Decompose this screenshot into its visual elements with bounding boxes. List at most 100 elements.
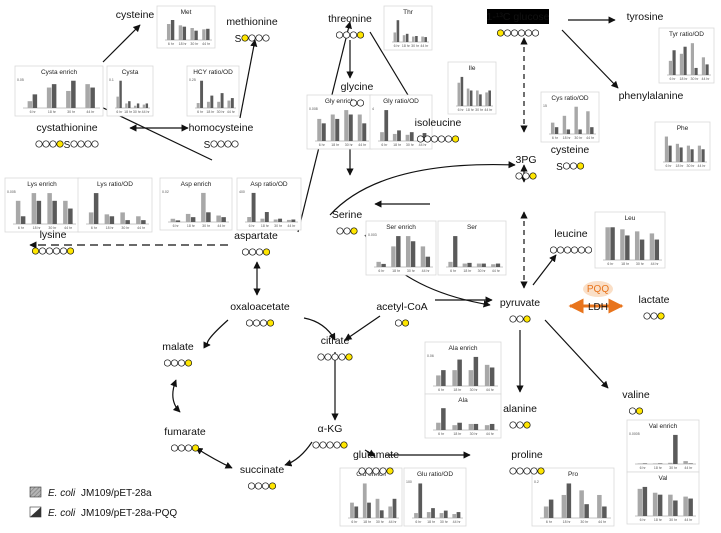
bar (473, 356, 479, 386)
unlabeled-carbon (247, 482, 256, 490)
metabolite-label: proline (511, 449, 543, 461)
inset-x-tick: 30 hr (691, 77, 700, 81)
inset-ytick: 4 (372, 107, 374, 111)
inset-x-tick: 18 hr (106, 226, 115, 230)
unlabeled-carbon (516, 315, 524, 323)
inset-ytick: 0.05 (17, 78, 24, 82)
bar (639, 239, 645, 260)
inset-title: Met (181, 9, 192, 16)
bar (566, 129, 571, 134)
inset-x-tick: 18 hr (563, 136, 572, 140)
bar (420, 246, 426, 267)
unlabeled-carbon (358, 467, 366, 475)
unlabeled-carbon (170, 444, 179, 452)
unlabeled-carbon (224, 140, 232, 148)
inset-x-tick: 18 hr (187, 224, 196, 228)
unlabeled-carbon (516, 421, 524, 429)
labeled-carbon (350, 227, 358, 235)
inset-x-tick: 18 hr (392, 269, 401, 273)
metabolite-aspartate: aspartate (234, 230, 278, 256)
bar (602, 506, 607, 518)
inset-x-tick: 18 hr (402, 44, 411, 48)
metabolite-akg: α-KG (312, 423, 348, 449)
inset-title: Gly ratio/OD (383, 98, 419, 105)
unlabeled-carbon (184, 444, 193, 452)
bar (586, 111, 590, 134)
inset-title: Cysta enrich (41, 69, 78, 76)
bar (31, 193, 37, 224)
metabolite-pyruvate: pyruvate (500, 297, 540, 323)
unlabeled-carbon (503, 29, 512, 37)
bar (468, 370, 474, 386)
bar (469, 90, 473, 106)
inset-x-tick: 18 hr (654, 466, 663, 470)
bar (664, 136, 668, 162)
bar (230, 98, 234, 108)
unlabeled-carbon (515, 172, 523, 180)
bar (247, 217, 252, 222)
metabolite-tyrosine: tyrosine (627, 11, 664, 23)
labeled-carbon (345, 353, 353, 361)
metabolite-label: 1-¹³C glucose (486, 11, 549, 23)
inset-ytick: 0.005 (7, 190, 16, 194)
unlabeled-carbon (252, 319, 261, 327)
unlabeled-carbon (59, 247, 68, 255)
metabolite-serine: Serine (332, 209, 362, 235)
metabolite-label: cystathionine (36, 122, 97, 134)
bar (273, 219, 278, 222)
metabolite-glycine: glycine (341, 81, 374, 107)
bar (220, 93, 224, 108)
unlabeled-carbon (343, 227, 351, 235)
bar (479, 94, 482, 106)
inset-title: Lys ratio/OD (97, 181, 133, 188)
labeled-carbon (266, 319, 275, 327)
inset-title: Tyr ratio/OD (669, 31, 704, 38)
inset-x-tick: 30 hr (687, 164, 696, 168)
inset-title: Ala (458, 397, 468, 404)
bar (317, 118, 322, 141)
unlabeled-carbon (49, 140, 57, 148)
bar (543, 506, 549, 518)
bar (66, 90, 71, 108)
bar (85, 84, 90, 108)
labeled-carbon (537, 467, 545, 475)
inset-title: HCY ratio/OD (193, 69, 233, 76)
metabolite-cysteine_top: cysteine (116, 9, 155, 21)
inset-x-tick: 44 hr (586, 136, 595, 140)
inset-x-tick: 18 hr (261, 224, 270, 228)
bar (424, 37, 427, 42)
inset-x-tick: 6 hr (173, 224, 180, 228)
bar (201, 192, 206, 222)
bar (321, 123, 326, 141)
inset-x-tick: 18 hr (466, 108, 475, 112)
metabolite-threonine: threonine (328, 13, 372, 39)
bar (657, 494, 663, 516)
bar (104, 214, 110, 224)
unlabeled-carbon (254, 482, 263, 490)
bar (668, 494, 673, 516)
bar (166, 24, 171, 40)
bar (701, 149, 705, 162)
bar (550, 122, 555, 134)
inset-x-tick: 6 hr (378, 269, 385, 273)
inset-x-tick: 6 hr (552, 136, 559, 140)
bar (431, 508, 435, 518)
bar (485, 92, 488, 106)
bar (675, 143, 679, 162)
bar (362, 483, 367, 518)
bar (170, 218, 176, 222)
unlabeled-carbon (336, 227, 344, 235)
bar (425, 256, 431, 267)
inset-title: Ser enrich (386, 224, 416, 231)
labeled-carbon (262, 248, 271, 256)
bar (206, 212, 211, 222)
inset-title: Ser (467, 224, 478, 231)
bar (136, 216, 141, 224)
labeled-carbon (268, 482, 277, 490)
bar (422, 133, 427, 141)
inset-x-tick: 18 hr (463, 269, 472, 273)
